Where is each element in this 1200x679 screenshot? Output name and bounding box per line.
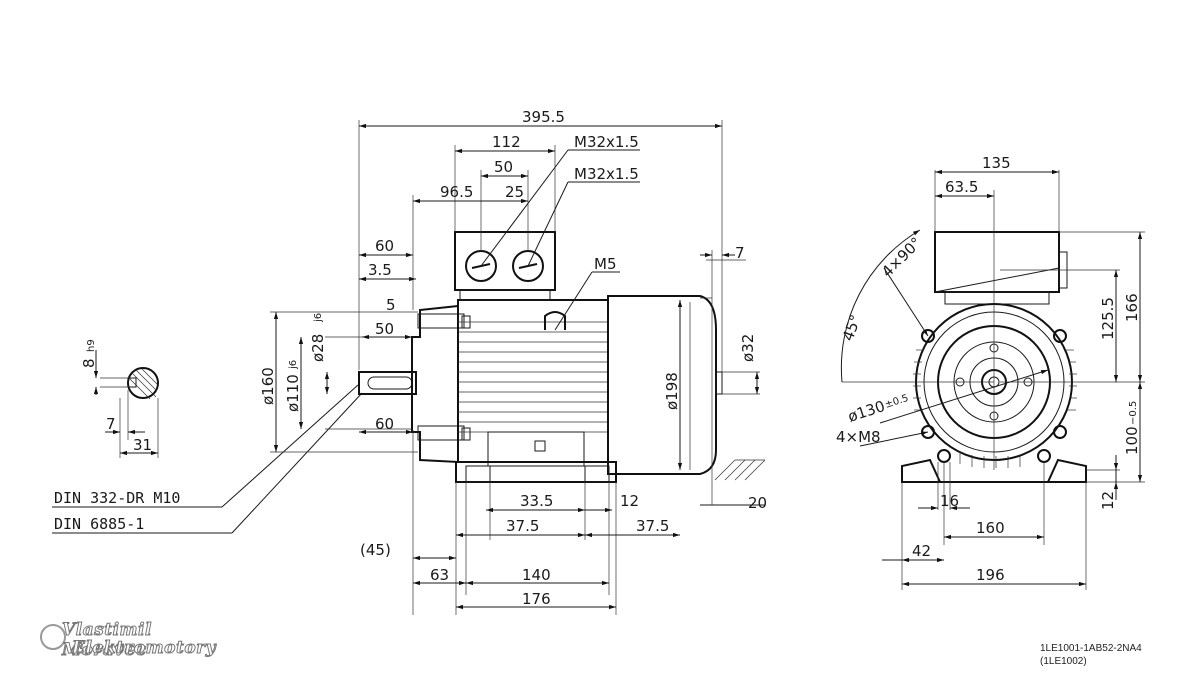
foot-c-label: 37.5 xyxy=(506,517,539,535)
foot-edge-label: 42 xyxy=(912,542,931,560)
box-height-label: 166 xyxy=(1123,293,1141,322)
key-height-tol: h9 xyxy=(86,339,97,352)
shaft xyxy=(358,371,417,395)
feet xyxy=(455,461,617,483)
bolt-hole-1 xyxy=(921,329,935,343)
fan-height-label: 20 xyxy=(748,494,767,512)
thread-2-label: M32x1.5 xyxy=(574,165,639,183)
foot-width-label: 196 xyxy=(976,566,1005,584)
motor-side-view: 395.5 112 50 96.5 25 M32x1.5 M32x1.5 M5 … xyxy=(259,108,767,615)
end-box-offset-label: 63.5 xyxy=(945,178,978,196)
key-length-label: 50 xyxy=(375,320,394,338)
foot-hole-spacing-label: 160 xyxy=(976,519,1005,537)
gland-offset-b-label: 25 xyxy=(505,183,524,201)
shaft-to-foot-label: (45) xyxy=(360,541,391,559)
foot-spacing-label: 140 xyxy=(522,566,551,584)
end-fins xyxy=(913,349,1077,468)
lifting-eye xyxy=(544,311,566,330)
thread-1-label: M32x1.5 xyxy=(574,133,639,151)
end-foot-right xyxy=(1046,458,1087,483)
logo-line-2: Elektromotory xyxy=(71,638,217,659)
din-6885-label: DIN 6885-1 xyxy=(54,515,144,533)
spigot-dia-tol: j6 xyxy=(288,360,299,370)
foot-hole-dia-label: 16 xyxy=(940,492,959,510)
shaft-shoulder-label: 3.5 xyxy=(368,261,392,279)
shaft-dia-tol: j6 xyxy=(313,313,324,323)
end-terminal-box xyxy=(934,231,1060,293)
overall-length-label: 395.5 xyxy=(522,108,565,126)
bolt-hole-4 xyxy=(1053,425,1067,439)
gear-icon xyxy=(40,624,66,650)
hole-angle-start-label: 45° xyxy=(839,312,865,343)
lift-thread-label: M5 xyxy=(594,255,617,273)
motor-end-view: 135 63.5 4×90° 45° 166 125.5 ø130 ±0.5 4… xyxy=(836,154,1145,590)
flange xyxy=(411,304,459,464)
key-height-label: 8 xyxy=(80,358,98,368)
model-code-block: 1LE1001-1AB52-2NA4 (1LE1002) xyxy=(1040,642,1142,668)
fan-cowl xyxy=(607,295,717,475)
spigot-dia-label: ø110 xyxy=(284,374,302,412)
foot-total-label: 176 xyxy=(522,590,551,608)
logo-line-1: Vlastimil Moravec xyxy=(62,620,152,661)
foot-d-label: 37.5 xyxy=(636,517,669,535)
key-offset-label: 5 xyxy=(386,296,396,314)
shaft-length-lower-label: 60 xyxy=(375,415,394,433)
model-series: (1LE1002) xyxy=(1040,656,1087,667)
din-callouts: DIN 332-DR M10 DIN 6885-1 xyxy=(52,384,363,534)
company-logo: Vlastimil Moravec Elektromotory xyxy=(40,620,230,661)
flange-pcd-tol: ±0.5 xyxy=(884,393,911,411)
foot-thickness-label: 12 xyxy=(1099,491,1117,510)
foot-b-label: 12 xyxy=(620,492,639,510)
frame-dia-label: ø198 xyxy=(663,372,681,410)
gland-spacing-label: 50 xyxy=(494,158,513,176)
din-332-label: DIN 332-DR M10 xyxy=(54,489,180,507)
key-depth-label: 31 xyxy=(133,436,152,454)
flange-dia-label: ø160 xyxy=(259,367,277,405)
foot-a-label: 33.5 xyxy=(520,492,553,510)
shaft-key xyxy=(367,376,413,390)
fan-offset-label: 7 xyxy=(735,244,745,262)
end-foot-left xyxy=(901,458,942,483)
foot-start-label: 63 xyxy=(430,566,449,584)
terminal-box-width-label: 112 xyxy=(492,133,521,151)
flange-holes-label: 4×M8 xyxy=(836,428,881,446)
fan-shaft-dia-label: ø32 xyxy=(739,334,757,362)
frame-body xyxy=(457,299,609,463)
cooling-fins xyxy=(458,321,608,433)
shaft-end-detail: 8 h9 7 31 xyxy=(80,339,159,458)
ground-hatch xyxy=(714,459,766,481)
shaft-length-label: 60 xyxy=(375,237,394,255)
shaft-dia-label: ø28 xyxy=(309,334,327,362)
axis-to-box-label: 125.5 xyxy=(1099,297,1117,340)
gland-offset-a-label: 96.5 xyxy=(440,183,473,201)
shaft-height-label: 100 xyxy=(1123,426,1141,455)
end-box-width-label: 135 xyxy=(982,154,1011,172)
shaft-height-tol: −0.5 xyxy=(1128,401,1139,425)
shaft-section-circle xyxy=(127,367,159,399)
model-code: 1LE1001-1AB52-2NA4 xyxy=(1040,643,1142,654)
flange-pcd-label: ø130 xyxy=(846,397,888,426)
key-width-label: 7 xyxy=(106,415,116,433)
bolt-hole-2 xyxy=(1053,329,1067,343)
